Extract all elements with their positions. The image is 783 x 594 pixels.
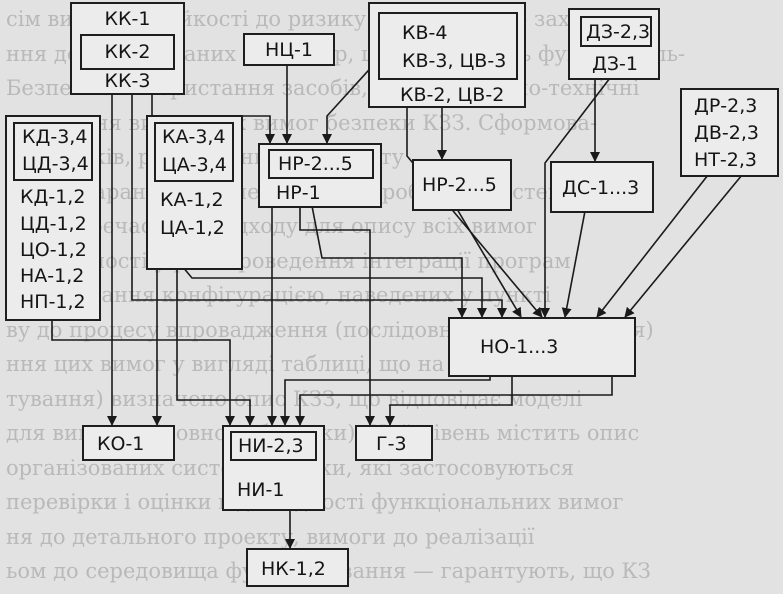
node-dz-inner: ДЗ-2,3 [580, 16, 652, 47]
node-label: КК-2 [104, 41, 151, 63]
node-label: ЦД-3,4 [22, 153, 89, 175]
arrow-no-to-ni-2 [280, 375, 491, 426]
node-kv: КВ-4 КВ-3, ЦВ-3 КВ-2, ЦВ-2 [368, 2, 526, 108]
arrow-dz-to-no [540, 77, 611, 318]
node-label: ЦД-1,2 [20, 213, 87, 235]
node-dz: ДЗ-2,3 ДЗ-1 [568, 8, 660, 80]
background-line: ня до детального проекту, вимоги до реал… [6, 524, 535, 549]
node-nr-inner: НР-2...5 [268, 149, 374, 179]
background-line: рахування виконаних вимог безпеки КЗЗ. С… [6, 110, 598, 135]
node-kv-inner: КВ-4 КВ-3, ЦВ-3 [378, 12, 518, 80]
node-label: Г-3 [376, 433, 407, 455]
node-label: ЦА-3,4 [162, 154, 227, 176]
node-label: КВ-2, ЦВ-2 [400, 84, 505, 106]
arrow-nr-to-g [299, 206, 375, 426]
node-kk: КК-1 КК-2 КК-3 [70, 2, 185, 95]
node-kd: КД-3,4 ЦД-3,4 КД-1,2 ЦД-1,2 ЦО-1,2 НА-1,… [5, 115, 101, 321]
arrow-kk-to-no [131, 93, 507, 318]
node-nc: НЦ-1 [243, 33, 335, 66]
arrow-kv-to-nr [322, 49, 388, 144]
arrow-no-to-ni [295, 375, 613, 426]
node-label: НИ-2,3 [238, 435, 304, 457]
node-label: КА-1,2 [160, 189, 224, 211]
arrow-no-to-g [385, 375, 513, 426]
arrow-kd-to-ni [51, 319, 235, 426]
node-label: НР-2...5 [422, 174, 497, 196]
node-dr: ДР-2,3 ДВ-2,3 НТ-2,3 [680, 88, 779, 177]
node-g: Г-3 [355, 425, 433, 461]
node-label: ЦА-1,2 [160, 217, 225, 239]
arrow-dr2-to-no [624, 174, 743, 318]
node-label: НТ-2,3 [694, 149, 757, 171]
background-line: тування) визначено опис КЗЗ, що відповід… [6, 386, 583, 411]
arrow-nr-to-no [311, 205, 467, 318]
node-nk: НК-1,2 [246, 548, 349, 587]
node-label: КВ-4 [402, 22, 448, 44]
node-kk-inner: КК-2 [80, 34, 175, 70]
node-ni: НИ-2,3 НИ-1 [222, 425, 325, 511]
node-label: КВ-3, ЦВ-3 [402, 50, 507, 72]
arrow-ds-to-no [561, 210, 586, 318]
node-label: НР-1 [276, 182, 321, 204]
node-label: НО-1...3 [480, 336, 559, 358]
node-label: КД-1,2 [20, 186, 86, 208]
node-label: ЦО-1,2 [20, 239, 87, 261]
node-nr: НР-2...5 НР-1 [258, 143, 382, 208]
node-label: КК-3 [104, 70, 151, 92]
node-ni-inner: НИ-2,3 [230, 431, 317, 461]
node-label: НК-1,2 [261, 558, 326, 580]
node-ds: ДС-1...3 [550, 161, 654, 213]
node-ka-inner: КА-3,4 ЦА-3,4 [154, 122, 234, 182]
node-label: КД-3,4 [22, 126, 88, 148]
node-label: НИ-1 [237, 479, 285, 501]
arrow-kv-to-no [406, 105, 543, 318]
node-label: НП-1,2 [20, 291, 86, 313]
node-nr2: НР-2...5 [412, 159, 512, 211]
node-label: НА-1,2 [20, 265, 85, 287]
node-label: ДС-1...3 [562, 177, 640, 199]
node-label: НЦ-1 [265, 39, 313, 61]
arrow-dr-to-no [596, 174, 709, 318]
node-no: НО-1...3 [448, 317, 636, 377]
arrow-nr2-to-no [456, 208, 522, 318]
node-label: КО-1 [97, 433, 145, 455]
node-ka: КА-3,4 ЦА-3,4 КА-1,2 ЦА-1,2 [146, 115, 243, 270]
node-label: ДЗ-1 [592, 53, 638, 75]
node-label: КА-3,4 [162, 126, 226, 148]
node-label: ДВ-2,3 [694, 122, 759, 144]
arrow-ka-to-ni [176, 268, 255, 426]
node-label: ДР-2,3 [694, 95, 758, 117]
node-label: КК-1 [104, 8, 151, 30]
node-ko: КО-1 [82, 425, 175, 461]
node-label: ДЗ-2,3 [586, 21, 651, 43]
node-label: НР-2...5 [278, 153, 353, 175]
node-kd-inner: КД-3,4 ЦД-3,4 [13, 122, 93, 181]
